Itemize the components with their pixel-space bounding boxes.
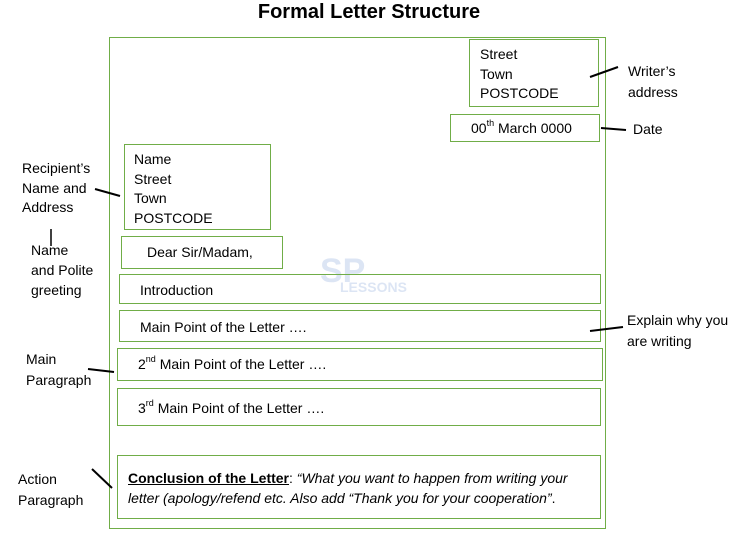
- recipient-label-line-1: Recipient’s: [22, 160, 91, 176]
- action-paragraph-label-line-2: Paragraph: [18, 491, 84, 508]
- main-point-3-box: 3rd Main Point of the Letter ….: [117, 388, 601, 426]
- date-text: 00th March 0000: [471, 119, 599, 139]
- splessons-watermark-logo: SP LESSONS: [320, 252, 407, 295]
- introduction-text: Introduction: [140, 282, 214, 298]
- main-point-2-number: 2: [138, 356, 146, 372]
- action-paragraph-label-line-1: Action: [18, 471, 57, 487]
- main-paragraph-label-line-1: Main: [26, 351, 57, 367]
- main-point-2-box: 2nd Main Point of the Letter ….: [117, 348, 603, 381]
- conclusion-end: .: [551, 490, 556, 506]
- main-point-2-rest: Main Point of the Letter ….: [155, 356, 327, 372]
- recipient-town: Town: [134, 190, 167, 206]
- explain-leader: [589, 326, 624, 332]
- date-leader: [600, 127, 627, 131]
- main-point-3-suffix: rd: [145, 398, 154, 409]
- greeting-text: Dear Sir/Madam,: [147, 244, 253, 260]
- letter-page-frame: [109, 37, 606, 529]
- main-point-3-text: 3rd Main Point of the Letter ….: [138, 399, 600, 419]
- writers-address-label: Writer’s address: [628, 61, 678, 102]
- conclusion-heading: Conclusion of the Letter: [128, 470, 289, 486]
- explain-label: Explain why you are writing: [627, 310, 728, 351]
- writer-address-street: Street: [480, 46, 518, 62]
- main-point-1-text: Main Point of the Letter ….: [140, 319, 307, 335]
- main-paragraph-leader: [87, 368, 115, 373]
- conclusion-box: Conclusion of the Letter: “What you want…: [117, 455, 601, 519]
- date-label-text: Date: [633, 121, 663, 137]
- conclusion-colon: :: [289, 470, 297, 486]
- action-paragraph-leader: [91, 468, 113, 489]
- main-point-3-number: 3: [138, 400, 146, 416]
- explain-label-line-2: are writing: [627, 332, 692, 349]
- main-point-2-text: 2nd Main Point of the Letter ….: [138, 355, 602, 375]
- date-day: 00: [471, 120, 487, 136]
- diagram-title: Formal Letter Structure: [257, 1, 481, 23]
- watermark-text: LESSONS: [340, 279, 407, 295]
- greeting-label-line-3: greeting: [31, 282, 82, 298]
- date-label: Date: [633, 119, 663, 140]
- greeting-box: Dear Sir/Madam,: [121, 236, 283, 269]
- greeting-label: Name and Polite greeting: [31, 240, 93, 300]
- main-paragraph-label: Main Paragraph: [26, 349, 91, 390]
- recipient-label-line-3: Address: [22, 199, 74, 215]
- watermark-logo-letter: SP: [320, 252, 365, 290]
- writers-address-label-line-2: address: [628, 83, 678, 100]
- recipient-label-line-2: Name and: [22, 179, 87, 196]
- recipient-leader: [94, 188, 121, 197]
- writer-address-box: Street Town POSTCODE: [469, 39, 599, 107]
- date-box: 00th March 0000: [450, 114, 600, 142]
- main-paragraph-label-line-2: Paragraph: [26, 371, 92, 388]
- writers-address-leader: [589, 66, 619, 78]
- greeting-label-line-2: and Polite: [31, 262, 94, 278]
- main-point-3-rest: Main Point of the Letter ….: [153, 400, 325, 416]
- date-day-suffix: th: [486, 118, 495, 129]
- recipient-address-box: Name Street Town POSTCODE: [124, 144, 271, 230]
- introduction-box: Introduction: [119, 274, 601, 304]
- greeting-label-line-1: Name: [31, 242, 69, 258]
- date-month-year: March 0000: [494, 120, 572, 136]
- writer-address-town: Town: [480, 65, 513, 82]
- action-paragraph-label: Action Paragraph: [18, 469, 83, 510]
- recipient-postcode: POSTCODE: [134, 209, 213, 226]
- writers-address-label-line-1: Writer’s: [628, 63, 676, 79]
- explain-label-line-1: Explain why you: [627, 312, 729, 328]
- conclusion-body: “What you want to happen from writing yo…: [128, 470, 568, 506]
- recipient-label: Recipient’s Name and Address: [22, 159, 90, 218]
- writer-address-postcode: POSTCODE: [480, 85, 559, 101]
- main-point-2-suffix: nd: [145, 354, 156, 365]
- recipient-name: Name: [134, 151, 172, 167]
- main-point-1-box: Main Point of the Letter ….: [119, 310, 601, 342]
- recipient-street: Street: [134, 170, 172, 187]
